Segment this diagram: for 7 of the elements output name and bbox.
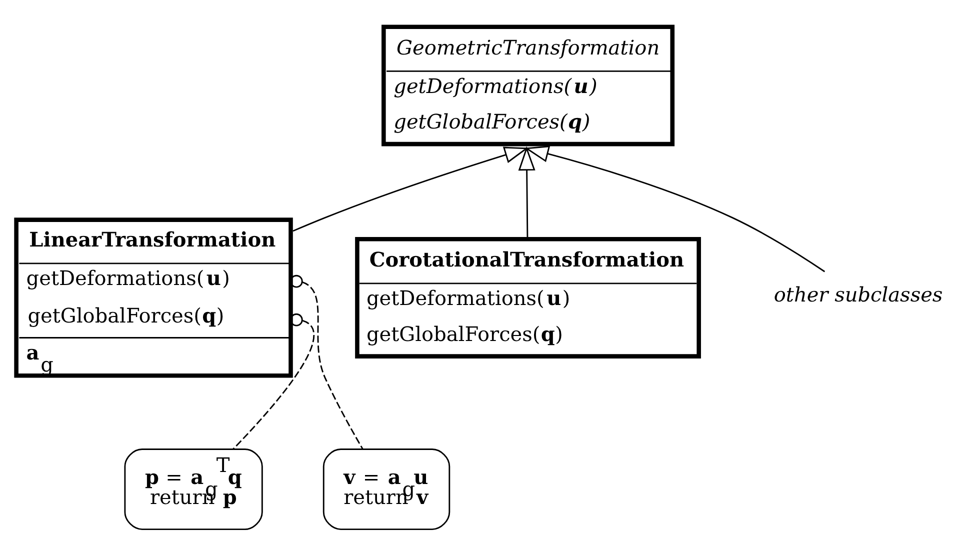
connector [232, 313, 314, 450]
arrow [518, 146, 536, 237]
node-box: CorotationalTransformation getDeformations(u) getGlobalForces(q) [355, 236, 701, 358]
node-box: GeometricTransformation getDeformations(u) getGlobalForces(q) [382, 24, 675, 146]
node-text: other subclasses [774, 282, 943, 307]
connector [290, 274, 364, 450]
arrow [524, 146, 826, 272]
